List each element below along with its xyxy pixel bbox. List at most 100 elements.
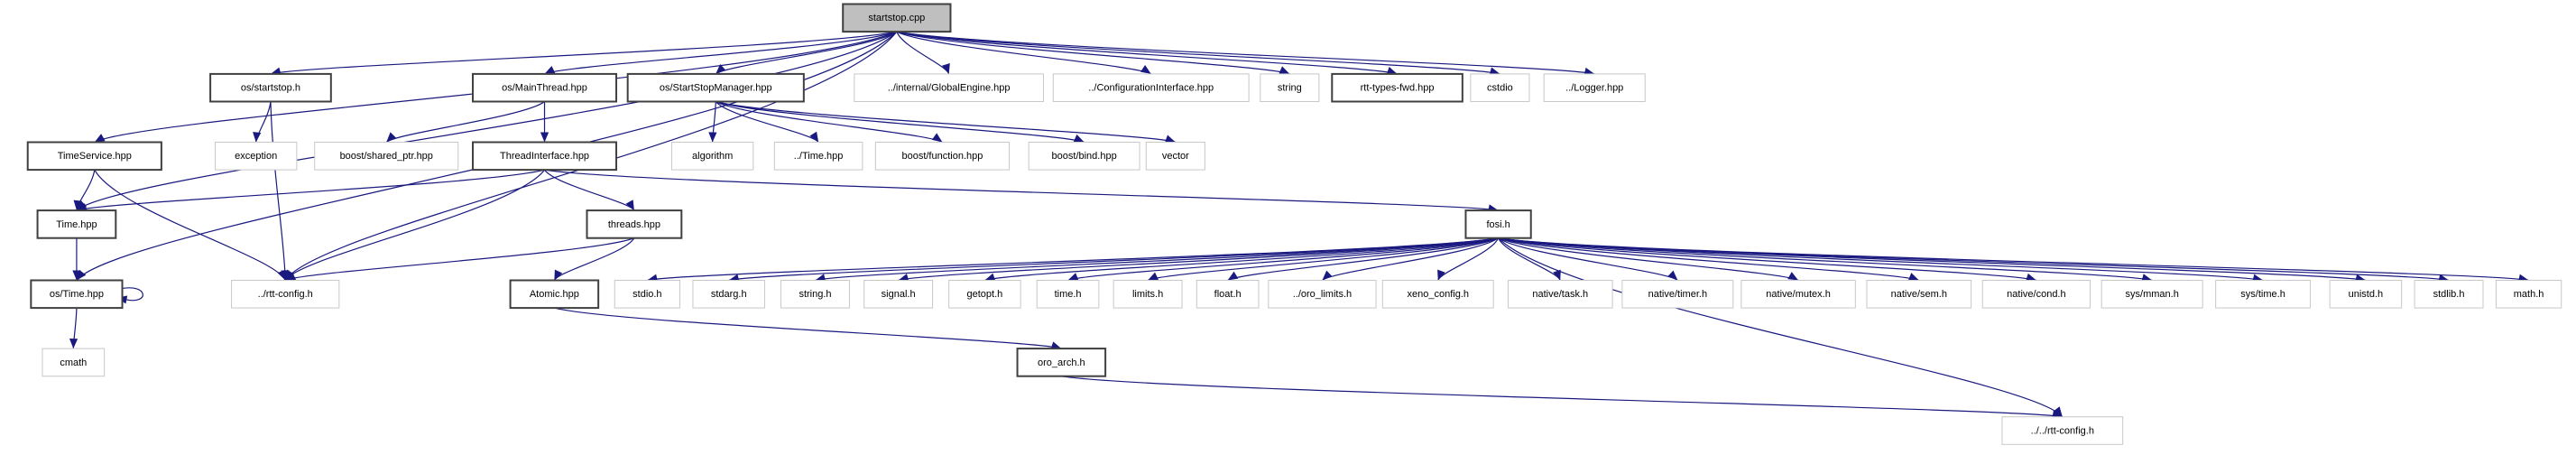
- graph-node-oro-limits-h[interactable]: ../oro_limits.h: [1268, 280, 1377, 309]
- graph-node-cstdio[interactable]: cstdio: [1470, 73, 1530, 103]
- node-box[interactable]: [863, 280, 934, 309]
- graph-node-xeno-config-h[interactable]: xeno_config.h: [1381, 280, 1494, 309]
- node-box[interactable]: [1028, 142, 1140, 171]
- node-box[interactable]: [1507, 280, 1613, 309]
- node-box[interactable]: [2329, 280, 2403, 309]
- graph-node-logger-hpp[interactable]: ../Logger.hpp: [1543, 73, 1646, 103]
- graph-node-getopt-h[interactable]: getopt.h: [948, 280, 1021, 309]
- graph-node-native-timer-h[interactable]: native/timer.h: [1621, 280, 1734, 309]
- graph-node-vector[interactable]: vector: [1145, 142, 1205, 171]
- node-box[interactable]: [874, 142, 1011, 171]
- node-box[interactable]: [854, 73, 1044, 103]
- node-box[interactable]: [231, 280, 340, 309]
- node-box[interactable]: [1740, 280, 1856, 309]
- graph-node-algorithm[interactable]: algorithm: [670, 142, 754, 171]
- node-box[interactable]: [209, 72, 332, 103]
- node-box[interactable]: [586, 209, 683, 239]
- node-box[interactable]: [780, 280, 850, 309]
- graph-node-threadinterface-hpp[interactable]: ThreadInterface.hpp: [472, 141, 618, 172]
- graph-node-native-task-h[interactable]: native/task.h: [1507, 280, 1613, 309]
- graph-node-cmath[interactable]: cmath: [42, 348, 106, 377]
- graph-node-native-mutex-h[interactable]: native/mutex.h: [1740, 280, 1856, 309]
- edge-arrowhead: [1279, 66, 1290, 74]
- graph-node-globalengine-hpp[interactable]: ../internal/GlobalEngine.hpp: [854, 73, 1044, 103]
- node-box[interactable]: [1470, 73, 1530, 103]
- graph-node-os-startstop-h[interactable]: os/startstop.h: [209, 72, 332, 103]
- graph-node-startstop-cpp[interactable]: startstop.cpp: [842, 3, 952, 33]
- graph-node-os-mainthread-hpp[interactable]: os/MainThread.hpp: [472, 72, 618, 103]
- graph-node-os-startstopmgr-hpp[interactable]: os/StartStopManager.hpp: [626, 72, 805, 103]
- graph-node-time-hpp[interactable]: Time.hpp: [36, 209, 117, 239]
- graph-node-boost-function[interactable]: boost/function.hpp: [874, 142, 1011, 171]
- node-box[interactable]: [1464, 209, 1532, 239]
- node-box[interactable]: [692, 280, 765, 309]
- graph-node-rtt-config-h[interactable]: ../rtt-config.h: [231, 280, 340, 309]
- node-box[interactable]: [773, 142, 863, 171]
- graph-node-signal-h[interactable]: signal.h: [863, 280, 934, 309]
- node-box[interactable]: [670, 142, 754, 171]
- graph-node-native-cond-h[interactable]: native/cond.h: [1981, 280, 2091, 309]
- graph-node-rtt-types-fwd-hpp[interactable]: rtt-types-fwd.hpp: [1331, 72, 1463, 103]
- node-box[interactable]: [2101, 280, 2203, 309]
- node-box[interactable]: [1381, 280, 1494, 309]
- graph-node-os-time-hpp[interactable]: os/Time.hpp: [30, 279, 124, 310]
- node-box[interactable]: [1543, 73, 1646, 103]
- node-box[interactable]: [509, 279, 600, 310]
- graph-node-time-h[interactable]: time.h: [1036, 280, 1100, 309]
- graph-node-rtt-config-h2[interactable]: ../../rtt-config.h: [2001, 416, 2124, 445]
- node-box[interactable]: [472, 141, 618, 172]
- node-box[interactable]: [2495, 280, 2562, 309]
- graph-node-limits-h[interactable]: limits.h: [1113, 280, 1183, 309]
- graph-edge: [1061, 376, 2063, 418]
- graph-node-timeservice-hpp[interactable]: TimeService.hpp: [26, 141, 162, 172]
- node-box[interactable]: [948, 280, 1021, 309]
- node-box[interactable]: [1052, 73, 1250, 103]
- graph-node-stdarg-h[interactable]: stdarg.h: [692, 280, 765, 309]
- graph-node-threads-hpp[interactable]: threads.hpp: [586, 209, 683, 239]
- graph-node-atomic-hpp[interactable]: Atomic.hpp: [509, 279, 600, 310]
- graph-node-fosi-h[interactable]: fosi.h: [1464, 209, 1532, 239]
- graph-node-exception[interactable]: exception: [215, 142, 298, 171]
- graph-node-configinterface-hpp[interactable]: ../ConfigurationInterface.hpp: [1052, 73, 1250, 103]
- graph-node-math-h[interactable]: math.h: [2495, 280, 2562, 309]
- node-box[interactable]: [1113, 280, 1183, 309]
- graph-edge: [120, 287, 143, 302]
- node-box[interactable]: [1016, 348, 1107, 377]
- node-box[interactable]: [1196, 280, 1260, 309]
- graph-node-sys-time-h[interactable]: sys/time.h: [2215, 280, 2311, 309]
- graph-node-sys-mman-h[interactable]: sys/mman.h: [2101, 280, 2203, 309]
- node-box[interactable]: [1145, 142, 1205, 171]
- node-box[interactable]: [1331, 72, 1463, 103]
- node-box[interactable]: [36, 209, 117, 239]
- graph-node-oro-arch-h[interactable]: oro_arch.h: [1016, 348, 1107, 377]
- node-box[interactable]: [30, 279, 124, 310]
- graph-node-float-h[interactable]: float.h: [1196, 280, 1260, 309]
- node-box[interactable]: [842, 3, 952, 33]
- node-box[interactable]: [314, 142, 459, 171]
- graph-node-time-hpp-rel[interactable]: ../Time.hpp: [773, 142, 863, 171]
- graph-node-string[interactable]: string: [1260, 73, 1320, 103]
- graph-node-string-h[interactable]: string.h: [780, 280, 850, 309]
- node-box[interactable]: [472, 72, 618, 103]
- node-box[interactable]: [26, 141, 162, 172]
- node-box[interactable]: [1981, 280, 2091, 309]
- node-box[interactable]: [1268, 280, 1377, 309]
- graph-node-native-sem-h[interactable]: native/sem.h: [1866, 280, 1972, 309]
- node-box[interactable]: [1036, 280, 1100, 309]
- graph-node-unistd-h[interactable]: unistd.h: [2329, 280, 2403, 309]
- node-box[interactable]: [614, 280, 681, 309]
- graph-node-boost-bind[interactable]: boost/bind.hpp: [1028, 142, 1140, 171]
- graph-node-stdio-h[interactable]: stdio.h: [614, 280, 681, 309]
- node-box[interactable]: [2215, 280, 2311, 309]
- node-box[interactable]: [1866, 280, 1972, 309]
- node-box[interactable]: [626, 72, 805, 103]
- graph-node-stdlib-h[interactable]: stdlib.h: [2414, 280, 2484, 309]
- graph-node-boost-shared-ptr[interactable]: boost/shared_ptr.hpp: [314, 142, 459, 171]
- node-box[interactable]: [1260, 73, 1320, 103]
- graph-edge: [896, 31, 1500, 75]
- node-box[interactable]: [42, 348, 106, 377]
- node-box[interactable]: [2414, 280, 2484, 309]
- node-box[interactable]: [1621, 280, 1734, 309]
- node-box[interactable]: [215, 142, 298, 171]
- node-box[interactable]: [2001, 416, 2124, 445]
